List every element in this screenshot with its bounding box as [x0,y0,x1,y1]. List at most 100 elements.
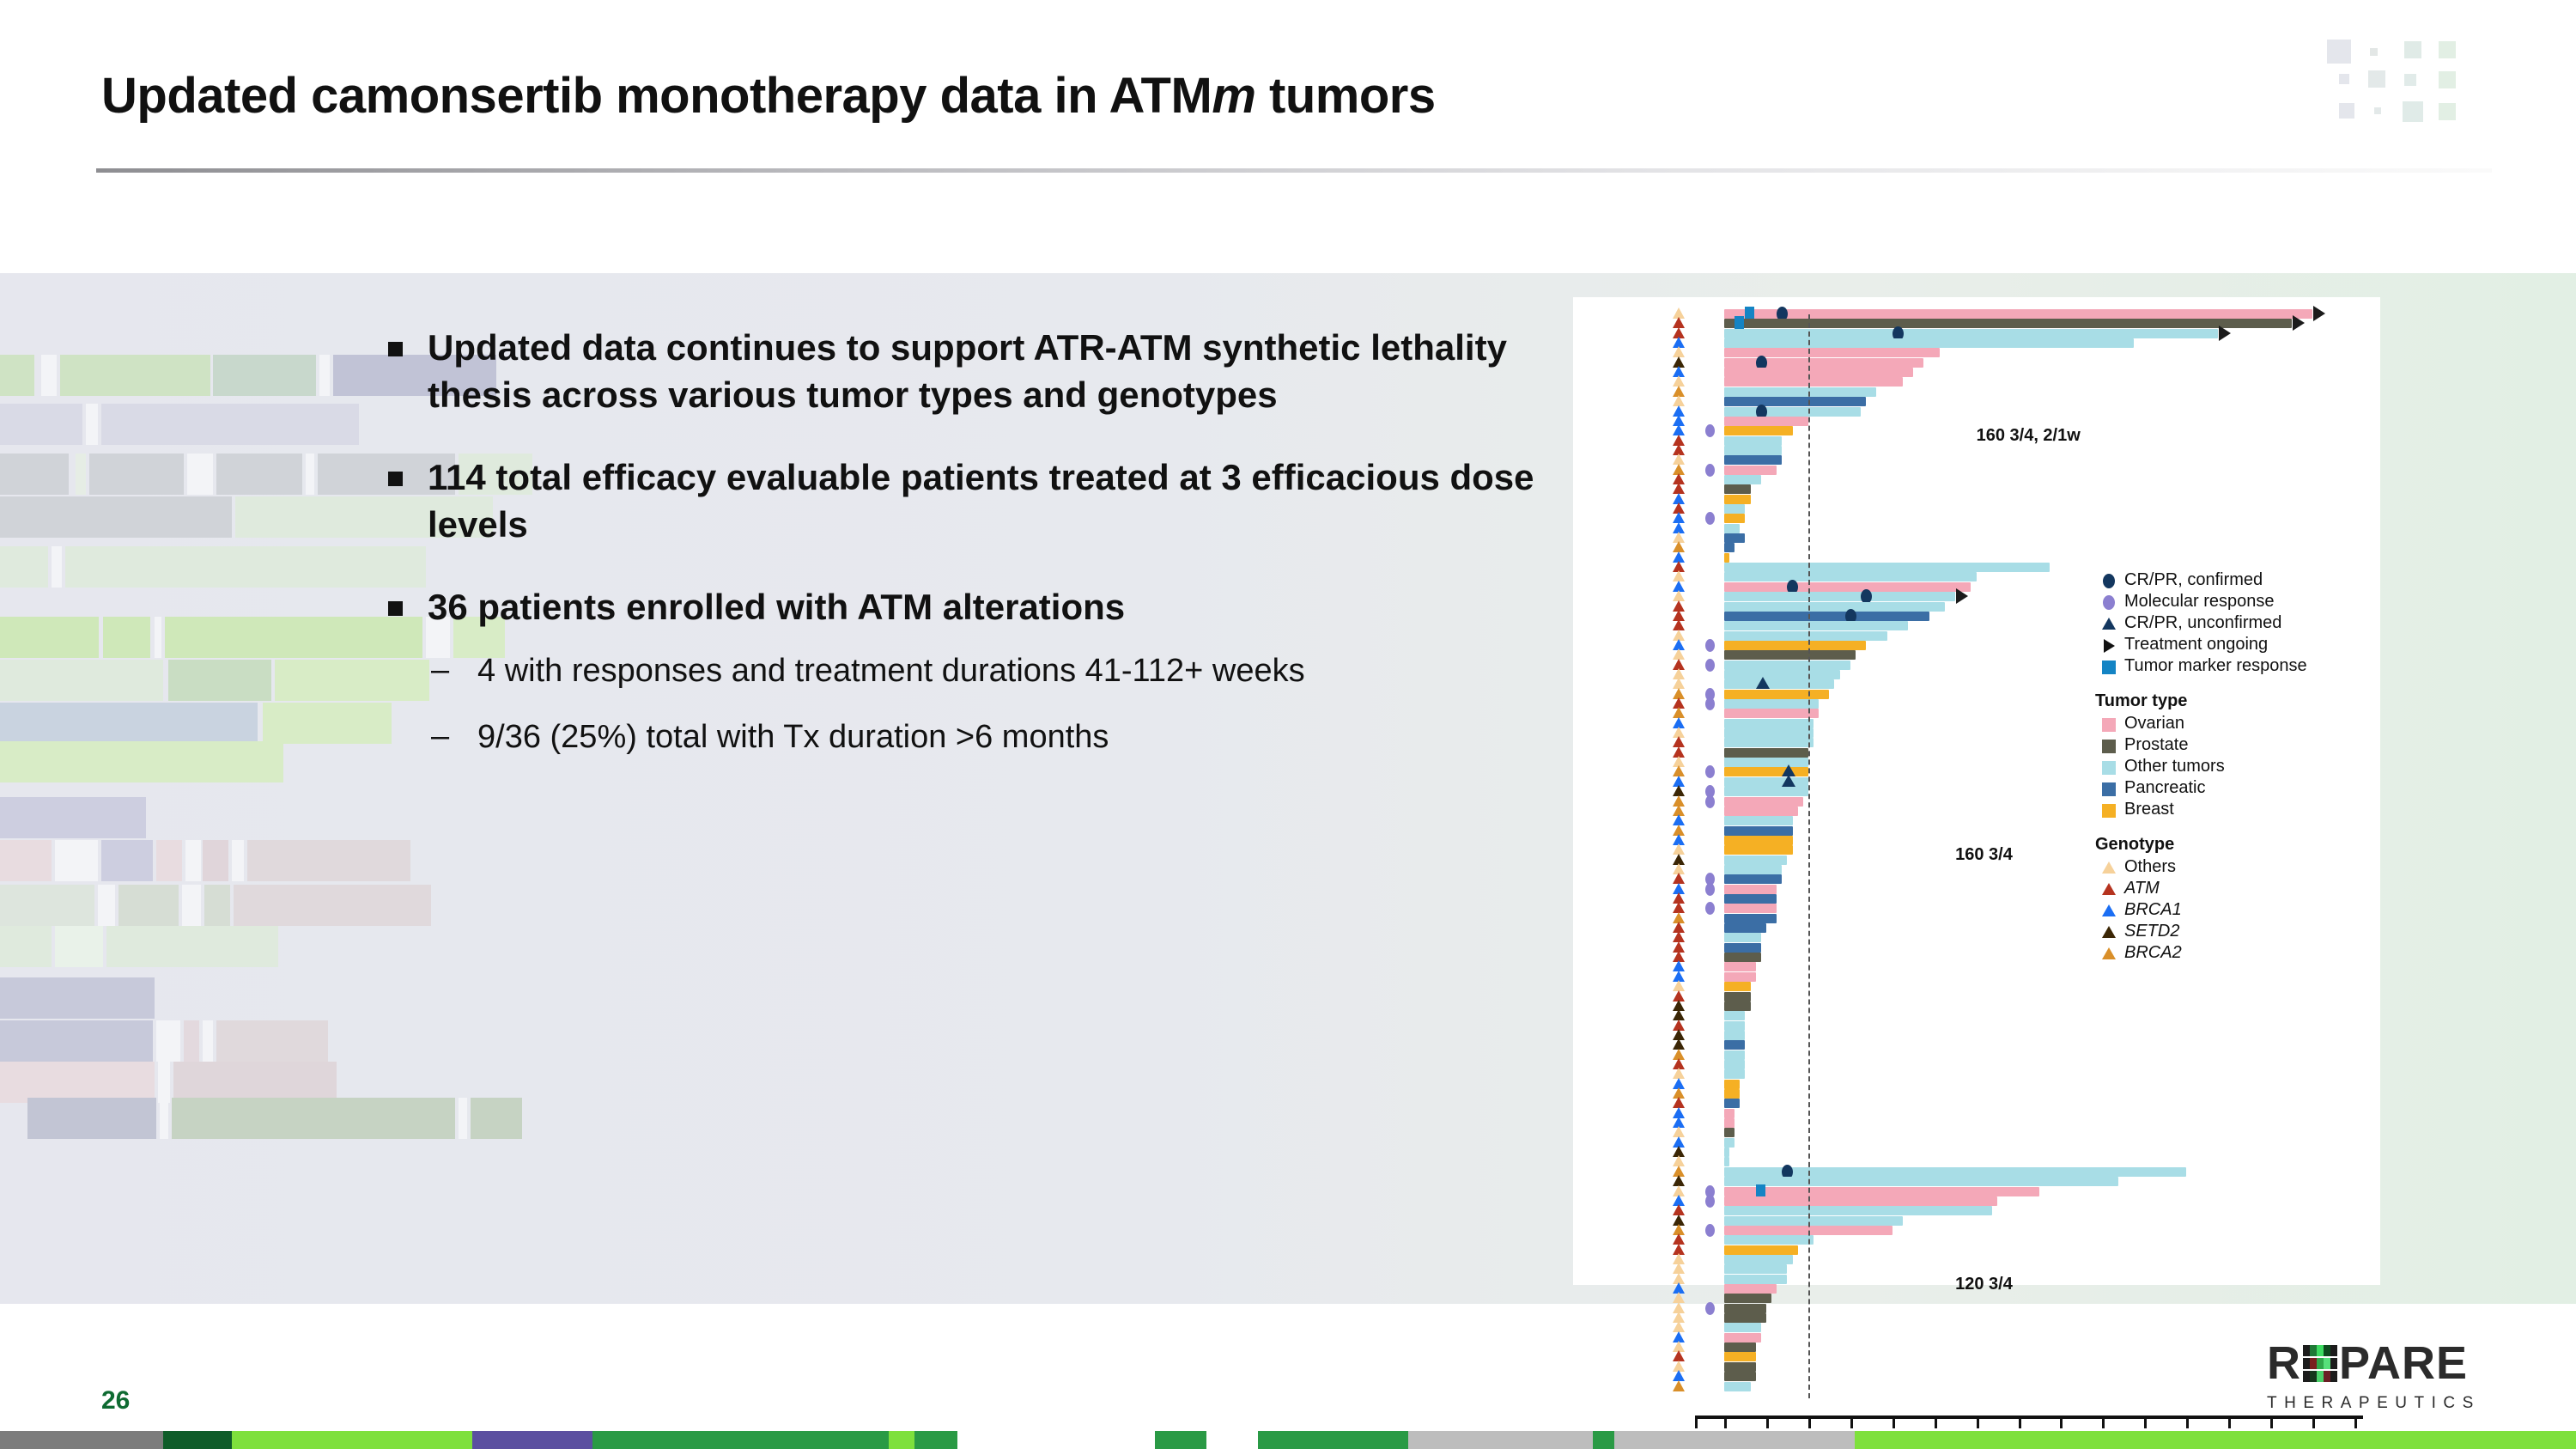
patient-bar [1724,864,1783,874]
color-bar-segment [889,1431,914,1449]
patient-bar [1724,767,1808,777]
x-axis-tick [2018,1416,2021,1428]
logo-pixel [2324,1371,2330,1382]
mosaic-band [203,1020,213,1062]
tumor-marker-response-icon [1755,1184,1765,1199]
mosaic-band [333,355,496,396]
patient-bar [1724,1137,1735,1148]
color-bar-segment [163,1431,232,1449]
decorative-square [2368,70,2385,88]
page-number: 26 [101,1386,131,1415]
crpr-confirmed-marker-icon [1844,608,1856,624]
decorative-mosaic [0,273,532,1304]
treatment-ongoing-marker-icon [2218,325,2231,341]
mosaic-band [158,1062,170,1103]
patient-bar [1724,514,1746,524]
color-bar-segment [0,1431,163,1449]
patient-bar [1724,806,1798,816]
crpr-confirmed-marker-icon [1787,579,1799,594]
sub-bullet-text: 4 with responses and treatment durations… [477,652,1305,689]
molecular-response-marker-icon [1705,1301,1715,1315]
decorative-square [2374,107,2381,114]
patient-bar [1724,1372,1756,1382]
molecular-response-marker-icon [1705,638,1715,652]
mosaic-band [0,926,52,967]
legend-label: Pancreatic [2124,778,2206,797]
patient-bar [1724,387,1877,397]
mosaic-band [0,454,69,495]
patient-bar [1724,1196,1998,1206]
genotype-marker-icon [1673,814,1685,826]
mosaic-band [0,617,99,658]
mosaic-band [155,617,161,658]
logo-pixel [2330,1345,2337,1356]
legend-genotype-item: BRCA1 [2095,900,2379,922]
color-bar-segment [472,1431,592,1449]
patient-bar [1724,982,1751,992]
genotype-marker-icon [1673,1350,1685,1362]
molecular-response-marker-icon [1705,795,1715,808]
bullet-square-icon [388,342,403,356]
crpr-confirmed-marker-icon [1892,326,1904,341]
crpr-confirmed-marker-icon [1755,404,1767,419]
mosaic-band [0,1020,153,1062]
genotype-marker-icon [1673,970,1685,982]
legend-response-item: Molecular response [2095,592,2379,613]
genotype-marker-icon [1673,1214,1685,1226]
genotype-marker-icon [1673,716,1685,728]
genotype-marker-icon [1673,346,1685,358]
molecular-response-marker-icon [1705,1223,1715,1237]
mosaic-band [182,885,201,926]
genotype-marker-icon [1673,1028,1685,1040]
genotype-marker-icon [1673,551,1685,563]
legend-tumor-type-item: Pancreatic [2095,778,2379,800]
mosaic-band [172,1098,455,1139]
logo-pixel [2303,1371,2310,1382]
mosaic-band [103,617,150,658]
patient-bar [1724,1040,1746,1050]
patient-bar [1724,1264,1788,1275]
legend-response-item: CR/PR, unconfirmed [2095,613,2379,635]
color-bar-segment [1155,1431,1206,1449]
legend-tumor-type-item: Prostate [2095,735,2379,757]
mosaic-band [216,454,302,495]
patient-bar [1724,971,1756,982]
mosaic-band [247,840,410,881]
legend-response-item: Treatment ongoing [2095,635,2379,656]
genotype-marker-icon [1673,405,1685,417]
patient-bar [1724,1011,1746,1021]
genotype-marker-icon [1673,385,1685,397]
patient-bar [1724,1342,1756,1353]
genotype-marker-icon [1673,1301,1685,1313]
treatment-ongoing-marker-icon [1956,588,1969,605]
mosaic-band [319,355,330,396]
genotype-marker-icon [1673,1282,1685,1294]
genotype-marker-icon [1673,862,1685,874]
patient-bar [1724,309,2313,319]
decorative-square [2327,40,2351,64]
legend-genotype-item: BRCA2 [2095,943,2379,965]
crpr-confirmed-marker-icon [1777,307,1789,321]
mosaic-band [0,703,258,744]
genotype-marker-icon [1673,1146,1685,1158]
logo-pixel [2317,1358,2324,1369]
mosaic-band [55,926,103,967]
patient-bar [1724,319,2292,329]
genotype-marker-icon [1673,307,1685,319]
page-title-post: tumors [1255,68,1436,124]
tumor-marker-response-icon [1735,316,1745,332]
x-axis-tick [1976,1416,1979,1428]
genotype-marker-icon [1673,1292,1685,1304]
genotype-marker-icon [1673,873,1685,885]
patient-bar [1724,679,1835,690]
genotype-marker-icon [1673,366,1685,378]
patient-bar [1724,728,1814,739]
genotype-marker-icon [1673,667,1685,679]
genotype-marker-icon [1673,853,1685,865]
patient-bar [1724,572,1977,582]
molecular-response-marker-icon [1705,765,1715,779]
patient-bar [1724,874,1783,885]
patient-bar [1724,406,1862,417]
genotype-marker-icon [1673,795,1685,807]
legend-label: Breast [2124,800,2174,819]
